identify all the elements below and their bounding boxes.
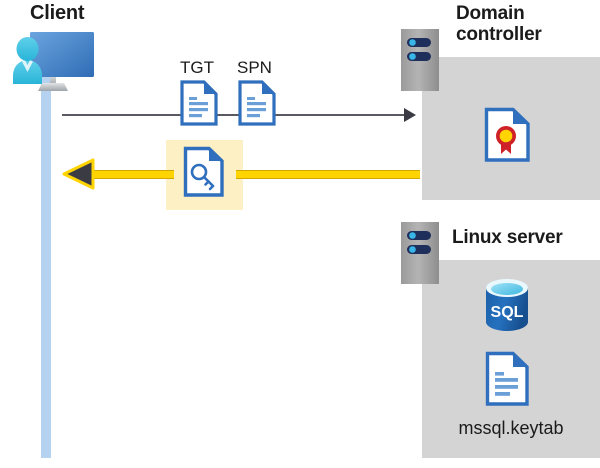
request-arrow-line [62, 114, 412, 116]
linux-server-server-icon [401, 222, 439, 284]
client-computer-icon [8, 27, 100, 102]
dc-title-line2: controller [456, 24, 542, 46]
spn-label: SPN [237, 58, 272, 77]
sql-text: SQL [491, 304, 524, 321]
certificate-document-icon [484, 107, 531, 163]
dc-title-line1: Domain [456, 3, 525, 24]
tgt-label: TGT [180, 58, 214, 77]
sql-database-icon: SQL [481, 277, 533, 333]
spn-document-icon [238, 80, 276, 126]
tgt-document-icon [180, 80, 218, 126]
client-title: Client [30, 2, 85, 24]
keytab-document-icon [485, 351, 530, 407]
linux-server-title: Linux server [452, 227, 563, 248]
response-arrow-line-right [236, 170, 420, 179]
keytab-file-label: mssql.keytab [458, 418, 564, 438]
domain-controller-server-icon [401, 29, 439, 91]
key-document-icon [183, 146, 225, 198]
response-arrow-line-left [78, 170, 174, 179]
request-arrow-head-icon [404, 108, 416, 122]
client-lifeline [41, 68, 51, 458]
response-arrow-head-icon [62, 157, 96, 191]
